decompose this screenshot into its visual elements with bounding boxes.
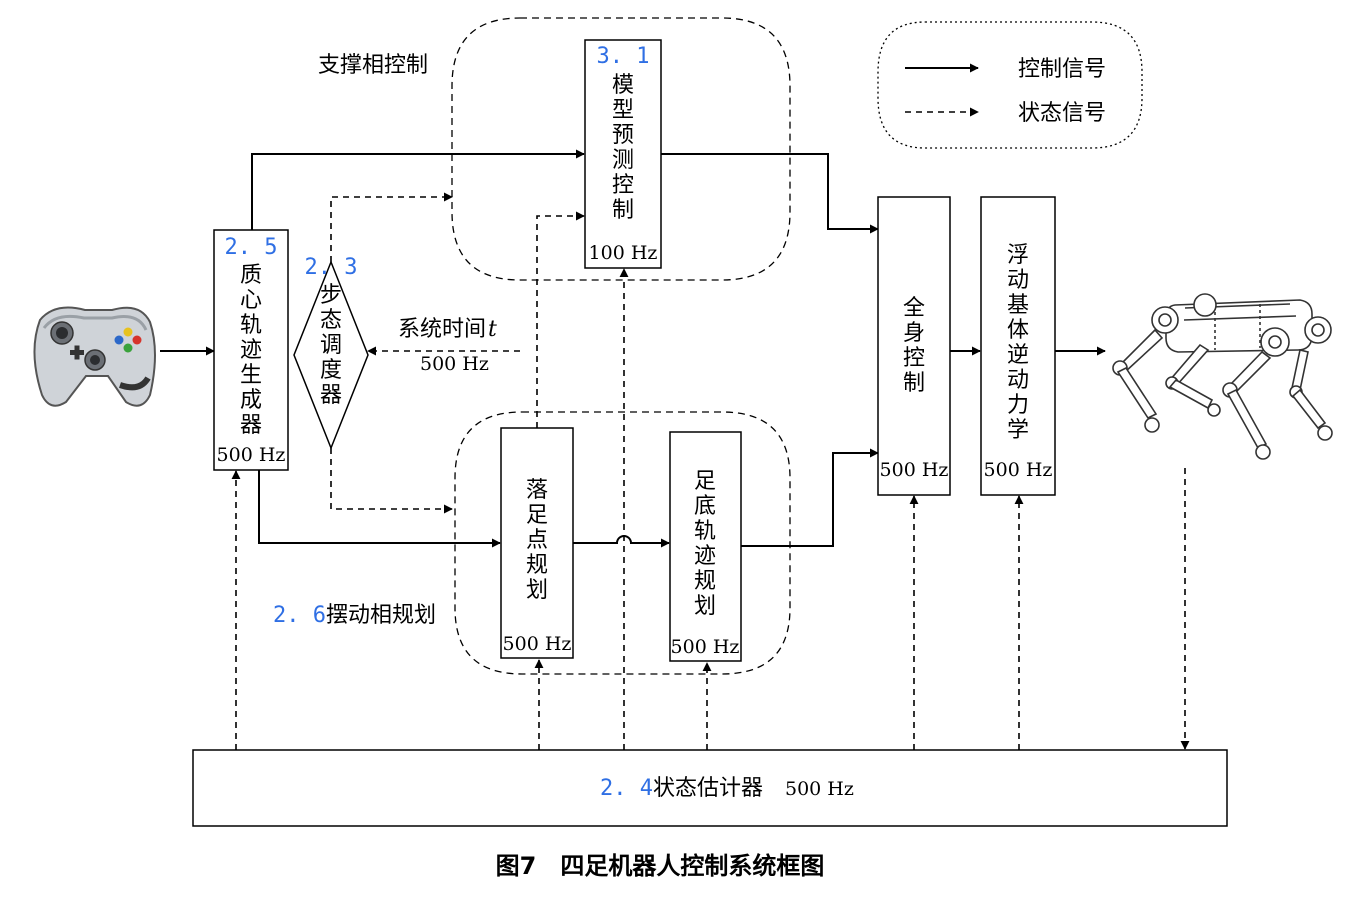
svg-text:迹: 迹 — [240, 338, 262, 363]
svg-text:测: 测 — [612, 148, 634, 173]
foothold-planning-freq: 500 Hz — [503, 633, 572, 655]
svg-text:全: 全 — [903, 296, 925, 321]
foothold-to-mpc-arrow — [536, 211, 585, 428]
mpc-freq: 100 Hz — [589, 242, 658, 264]
svg-text:态: 态 — [320, 308, 342, 333]
svg-text:质: 质 — [240, 263, 262, 288]
gait-scheduler-number: 2. 3 — [305, 255, 358, 280]
com-trajectory-block: 2. 5 质 心 轨 迹 生 成 器 500 Hz — [213, 229, 289, 471]
svg-text:生: 生 — [240, 363, 262, 388]
svg-text:底: 底 — [694, 494, 716, 519]
wbc-block: 全 身 控 制 500 Hz — [877, 196, 951, 496]
swing-trajectory-freq: 500 Hz — [671, 636, 740, 658]
svg-text:调: 调 — [320, 333, 342, 358]
svg-text:足: 足 — [526, 503, 548, 528]
svg-text:规: 规 — [694, 569, 716, 594]
svg-text:型: 型 — [612, 98, 634, 123]
svg-text:逆: 逆 — [1007, 343, 1029, 368]
floating-base-dynamics-block: 浮 动 基 体 逆 动 力 学 500 Hz — [980, 196, 1056, 496]
svg-text:制: 制 — [903, 371, 925, 396]
svg-text:制: 制 — [612, 198, 634, 223]
svg-text:迹: 迹 — [694, 544, 716, 569]
quadruped-robot-icon — [1112, 293, 1333, 460]
svg-text:预: 预 — [612, 123, 634, 148]
svg-text:轨: 轨 — [694, 519, 716, 544]
svg-text:基: 基 — [1007, 293, 1029, 318]
wbc-label: 全 身 控 制 — [903, 296, 925, 396]
svg-text:器: 器 — [320, 383, 342, 408]
swing-trajectory-block: 足 底 轨 迹 规 划 500 Hz — [669, 431, 742, 662]
gait-scheduler-block: 2. 3 步 态 调 度 器 — [293, 255, 369, 451]
legend-control-label: 控制信号 — [1018, 57, 1106, 82]
swing-planning-group — [454, 411, 791, 675]
figure-caption: 图7 四足机器人控制系统框图 — [496, 852, 825, 880]
svg-text:划: 划 — [526, 578, 548, 603]
legend-state-label: 状态信号 — [1018, 101, 1106, 126]
mpc-label: 模 型 预 测 控 制 — [612, 73, 634, 223]
svg-text:浮: 浮 — [1007, 243, 1029, 268]
system-time-label: 系统时间t — [398, 317, 497, 342]
wbc-freq: 500 Hz — [880, 459, 949, 481]
svg-text:模: 模 — [612, 73, 634, 98]
swing-trajectory-label: 足 底 轨 迹 规 划 — [694, 469, 716, 619]
mpc-block: 3. 1 模 型 预 测 控 制 100 Hz — [584, 39, 662, 269]
com-to-mpc-arrow — [251, 149, 585, 230]
swing-planning-label: 2. 6摆动相规划 — [273, 603, 436, 628]
svg-text:动: 动 — [1007, 368, 1029, 393]
svg-text:落: 落 — [526, 478, 548, 503]
svg-text:学: 学 — [1007, 418, 1029, 443]
com-trajectory-number: 2. 5 — [225, 235, 278, 260]
svg-text:动: 动 — [1007, 268, 1029, 293]
svg-text:身: 身 — [903, 321, 925, 346]
gait-to-swing-arrow — [330, 448, 453, 514]
floating-base-dynamics-label: 浮 动 基 体 逆 动 力 学 — [1007, 243, 1029, 443]
svg-text:规: 规 — [526, 553, 548, 578]
svg-text:点: 点 — [526, 528, 548, 553]
foothold-planning-label: 落 足 点 规 划 — [526, 478, 548, 603]
gait-to-mpc-arrow — [330, 192, 453, 262]
svg-text:轨: 轨 — [240, 313, 262, 338]
swingtraj-to-wbc-arrow — [741, 448, 879, 547]
com-trajectory-label: 质 心 轨 迹 生 成 器 — [240, 263, 262, 438]
svg-text:控: 控 — [612, 173, 634, 198]
com-trajectory-freq: 500 Hz — [217, 444, 286, 466]
svg-text:器: 器 — [240, 413, 262, 438]
com-to-foothold-arrow — [258, 470, 501, 548]
svg-text:足: 足 — [694, 469, 716, 494]
mpc-to-wbc-arrow — [660, 153, 879, 234]
svg-text:步: 步 — [320, 283, 342, 308]
legend-box — [877, 21, 1143, 149]
svg-text:心: 心 — [240, 288, 262, 313]
svg-text:划: 划 — [694, 594, 716, 619]
foothold-planning-block: 落 足 点 规 划 500 Hz — [500, 427, 574, 659]
svg-text:体: 体 — [1007, 318, 1029, 343]
floating-base-dynamics-freq: 500 Hz — [984, 459, 1053, 481]
mpc-number: 3. 1 — [597, 44, 650, 69]
svg-text:成: 成 — [240, 388, 262, 413]
gamepad-icon — [33, 306, 156, 407]
foothold-to-swingtraj-arrow — [573, 535, 670, 548]
stance-control-label: 支撑相控制 — [318, 53, 428, 78]
gait-scheduler-label: 步 态 调 度 器 — [320, 283, 342, 408]
system-time-freq: 500 Hz — [420, 353, 489, 375]
svg-text:力: 力 — [1007, 393, 1029, 418]
svg-text:度: 度 — [320, 358, 342, 383]
svg-text:控: 控 — [903, 346, 925, 371]
